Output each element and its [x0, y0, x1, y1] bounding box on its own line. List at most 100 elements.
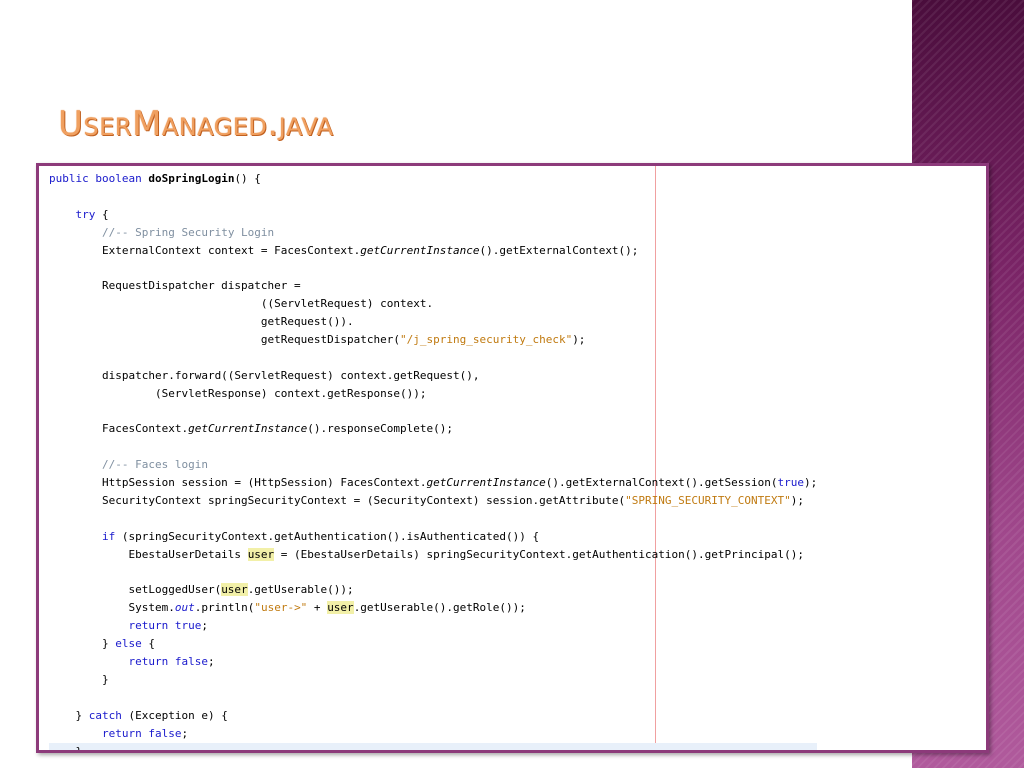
code-line: EbestaUserDetails user = (EbestaUserDeta… [49, 546, 817, 564]
code-line: HttpSession session = (HttpSession) Face… [49, 474, 817, 492]
code-string: "user->" [254, 601, 308, 615]
code-line: try { [49, 206, 817, 224]
code-text: = (EbestaUserDetails) springSecurityCont… [274, 547, 804, 561]
code-italic-method: getCurrentInstance [426, 476, 546, 490]
code-line: } else { [49, 635, 817, 653]
code-text: ; [207, 655, 215, 669]
code-text: .println( [194, 601, 255, 615]
code-line: getRequest()). [49, 313, 817, 331]
code-line: (ServletResponse) context.getResponse())… [49, 385, 817, 403]
code-occurrence-highlight: user [247, 547, 275, 561]
code-text: .getUserable()); [247, 583, 354, 597]
code-line: System.out.println("user->" + user.getUs… [49, 599, 817, 617]
code-line [49, 259, 817, 277]
code-text: } [49, 672, 109, 686]
code-line: } [49, 742, 818, 753]
code-text: SecurityContext springSecurityContext = … [49, 494, 626, 508]
code-line [49, 510, 817, 528]
code-line: FacesContext.getCurrentInstance().respon… [49, 420, 817, 438]
code-line [49, 689, 817, 707]
code-text: ((ServletRequest) context. [49, 297, 434, 311]
code-text: ; [201, 619, 208, 633]
code-method-name: doSpringLogin [148, 172, 235, 185]
code-line: ExternalContext context = FacesContext.g… [49, 242, 817, 260]
code-keyword: catch [88, 708, 122, 722]
code-text: ().getExternalContext().getSession( [545, 476, 778, 490]
code-line: return false; [49, 653, 817, 671]
code-keyword: return false [128, 655, 208, 669]
code-text: } [49, 744, 83, 753]
code-text: setLoggedUser( [49, 583, 222, 597]
code-text [49, 226, 102, 239]
code-text: ().getExternalContext(); [479, 243, 639, 257]
code-text: (Exception e) { [121, 708, 228, 722]
slide-title: UserManaged.java [58, 104, 334, 144]
code-line: dispatcher.forward((ServletRequest) cont… [49, 367, 817, 385]
code-line: return false; [49, 725, 817, 743]
code-string: "SPRING_SECURITY_CONTEXT" [625, 494, 791, 508]
code-line: } [49, 671, 817, 689]
code-keyword: else [115, 637, 142, 651]
code-line [49, 438, 817, 456]
code-text: getRequestDispatcher( [49, 333, 400, 347]
code-text: } [49, 637, 116, 651]
code-string: "/j_spring_security_check" [400, 333, 573, 347]
code-text: ); [790, 494, 804, 508]
code-text: EbestaUserDetails [49, 547, 248, 561]
code-text: ); [572, 333, 586, 347]
code-text [49, 530, 102, 543]
code-line: return true; [49, 617, 817, 635]
code-block: public boolean doSpringLogin() { try { /… [49, 170, 818, 753]
code-line: if (springSecurityContext.getAuthenticat… [49, 528, 817, 546]
code-text [49, 458, 102, 471]
code-text: HttpSession session = (HttpSession) Face… [49, 476, 427, 490]
code-text [49, 727, 102, 740]
code-text: ; [181, 726, 189, 740]
code-line: public boolean doSpringLogin() { [49, 170, 817, 188]
code-text: ExternalContext context = FacesContext. [49, 243, 361, 257]
code-text: FacesContext. [49, 422, 189, 436]
code-keyword: public boolean [49, 172, 149, 185]
code-text: (springSecurityContext.getAuthentication… [115, 529, 540, 543]
code-text: RequestDispatcher dispatcher = [49, 279, 301, 293]
code-text: System. [49, 601, 175, 615]
code-text: { [141, 637, 155, 651]
code-line: setLoggedUser(user.getUserable()); [49, 581, 817, 599]
code-text: { [95, 207, 109, 221]
code-text [49, 208, 76, 221]
code-occurrence-highlight: user [327, 601, 354, 615]
code-line: ((ServletRequest) context. [49, 295, 817, 313]
code-italic-method: getCurrentInstance [360, 243, 480, 257]
code-line: RequestDispatcher dispatcher = [49, 277, 817, 295]
code-text [49, 619, 128, 632]
code-text: dispatcher.forward((ServletRequest) cont… [49, 368, 480, 382]
code-keyword: try [75, 207, 96, 221]
code-line: SecurityContext springSecurityContext = … [49, 492, 817, 510]
code-static-field: out [174, 601, 195, 615]
code-keyword: return false [101, 726, 182, 740]
code-line: //-- Spring Security Login [49, 224, 817, 242]
code-text [49, 655, 128, 668]
code-line [49, 349, 817, 367]
code-text: () { [234, 172, 261, 185]
code-keyword: true [777, 476, 805, 490]
code-line: } catch (Exception e) { [49, 707, 817, 725]
code-text: getRequest()). [49, 315, 354, 329]
code-text: .getUserable().getRole()); [353, 601, 526, 615]
code-keyword: return true [128, 619, 202, 633]
code-line [49, 403, 817, 421]
code-text: + [307, 601, 328, 615]
code-text: } [49, 708, 89, 722]
code-italic-method: getCurrentInstance [188, 422, 308, 436]
code-line [49, 188, 817, 206]
code-comment: //-- Spring Security Login [101, 225, 275, 239]
code-listing-frame: public boolean doSpringLogin() { try { /… [36, 163, 989, 753]
code-line: //-- Faces login [49, 456, 817, 474]
code-text: ().responseComplete(); [307, 422, 453, 436]
code-keyword: if [101, 529, 116, 543]
code-line [49, 564, 817, 582]
code-text: (ServletResponse) context.getResponse())… [49, 386, 427, 400]
print-margin-line [655, 166, 656, 750]
code-text: ); [804, 476, 818, 490]
code-comment: //-- Faces login [101, 458, 208, 472]
